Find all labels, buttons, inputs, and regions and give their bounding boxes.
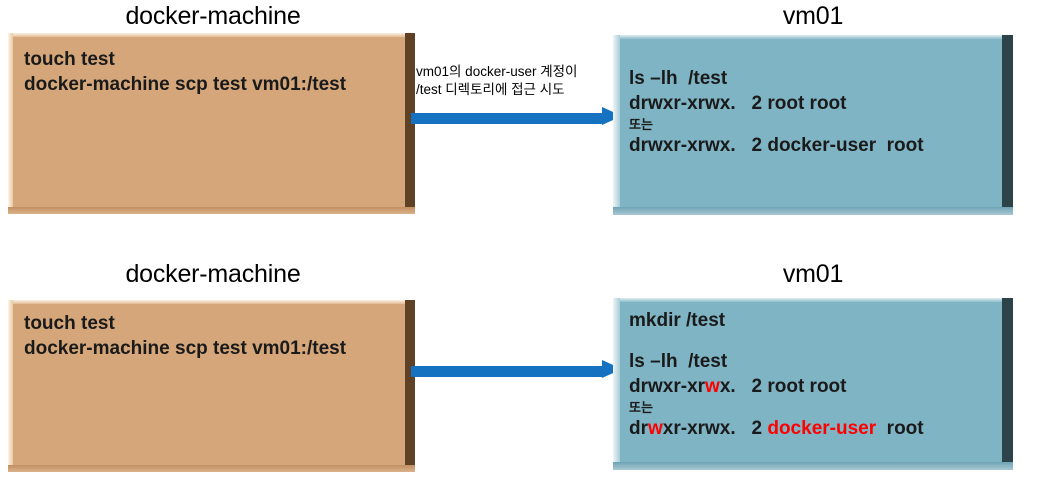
box-bottom-bevel (8, 465, 415, 472)
box-bottom-bevel (8, 207, 415, 214)
perm-line-2-post: root (876, 418, 924, 439)
row2-arrow (411, 360, 622, 378)
or-label: 또는 (629, 117, 653, 132)
arrow-shaft (411, 113, 603, 124)
row1-left-commands: touch test docker-machine scp test vm01:… (24, 49, 347, 95)
perm-line-1: drwxr-xrwx. 2 root root (629, 93, 847, 114)
perm-line-2-pre: dr (629, 418, 648, 439)
row1-arrow-caption: vm01의 docker-user 계정이 /test 디렉토리에 접근 시도 (416, 64, 578, 97)
box-right-shadow (405, 33, 415, 214)
box-right-shadow (1002, 298, 1013, 470)
box-left-bevel (613, 298, 620, 470)
perm-line-2-owner: docker-user (767, 418, 877, 439)
ls-command: ls –lh /test (629, 68, 728, 89)
row1-vm01-output: ls –lh /test drwxr-xrwx. 2 root root 또는 drw… (629, 66, 924, 158)
box-left-bevel (8, 33, 13, 214)
box-top-bevel (613, 35, 1013, 39)
row1-vm01-box: ls –lh /test drwxr-xrwx. 2 root root 또는 drw… (613, 35, 1013, 215)
box-face (613, 298, 1013, 470)
blank-line (629, 333, 924, 349)
perm-line-2-mid: xr-xrwx. 2 (662, 418, 768, 439)
row2-left-commands: touch test docker-machine scp test vm01:… (24, 313, 347, 359)
or-label: 또는 (629, 400, 653, 415)
perm-line-2-write-bit: w (648, 418, 663, 439)
arrow-shaft (411, 366, 603, 377)
row1-arrow (411, 107, 622, 125)
perm-line-1-write-bit: w (705, 376, 720, 397)
row1-right-title: vm01 (782, 2, 844, 30)
box-right-shadow (405, 300, 415, 472)
box-top-bevel (613, 298, 1013, 302)
perm-line-1-post: x. 2 root root (719, 376, 847, 397)
mkdir-command: mkdir /test (629, 310, 726, 331)
box-face (613, 35, 1013, 215)
row2-docker-machine-box: touch test docker-machine scp test vm01:… (8, 300, 415, 472)
perm-line-2: drwxr-xrwx. 2 docker-user root (629, 135, 924, 156)
box-left-bevel (8, 300, 13, 472)
box-right-shadow (1002, 35, 1013, 215)
row1-docker-machine-box: touch test docker-machine scp test vm01:… (8, 33, 415, 214)
ls-command: ls –lh /test (629, 351, 728, 372)
row1-left-title: docker-machine (125, 2, 301, 30)
box-top-bevel (8, 300, 415, 304)
box-bottom-bevel (613, 462, 1013, 470)
box-left-bevel (613, 35, 620, 215)
row2-right-title: vm01 (782, 260, 844, 288)
box-bottom-bevel (613, 207, 1013, 215)
box-top-bevel (8, 33, 415, 37)
perm-line-1-pre: drwxr-xr (629, 376, 706, 397)
row2-left-title: docker-machine (125, 260, 301, 288)
